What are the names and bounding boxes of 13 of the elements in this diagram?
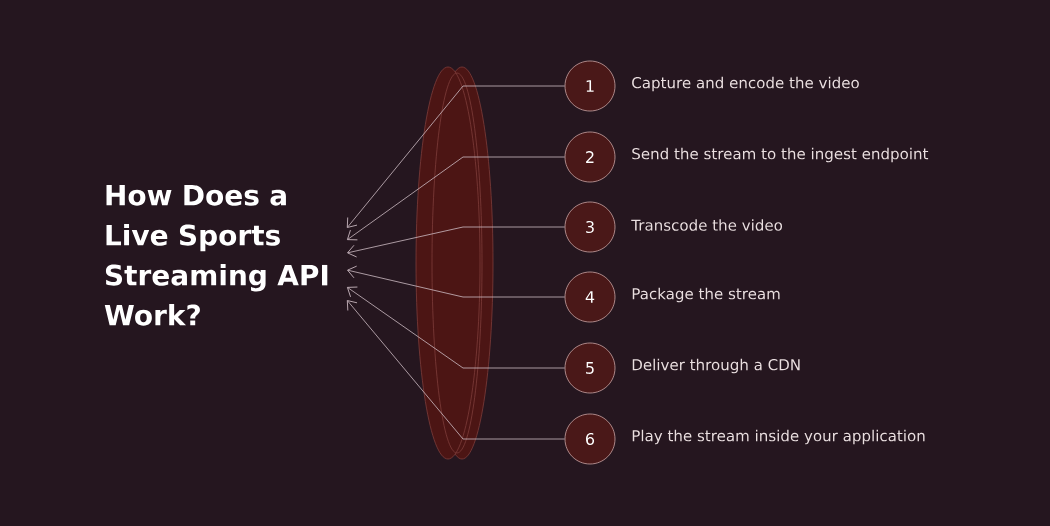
step-text: Deliver through a CDN [632,358,800,374]
arrow [347,286,565,369]
arrow [347,265,565,298]
heading: How Does a Live Sports Streaming API Work? [104,184,328,326]
step-text: Package the stream [632,287,780,303]
step-text: Transcode the video [631,219,783,231]
arrow [347,156,565,241]
arrow [347,226,565,258]
step-text: Send the stream to the ingest endpoint [632,147,929,163]
step-text: Play the stream inside your application [632,429,925,445]
step-text: Capture and encode the video [632,76,859,92]
arrow [346,85,565,228]
arrow [346,300,565,440]
